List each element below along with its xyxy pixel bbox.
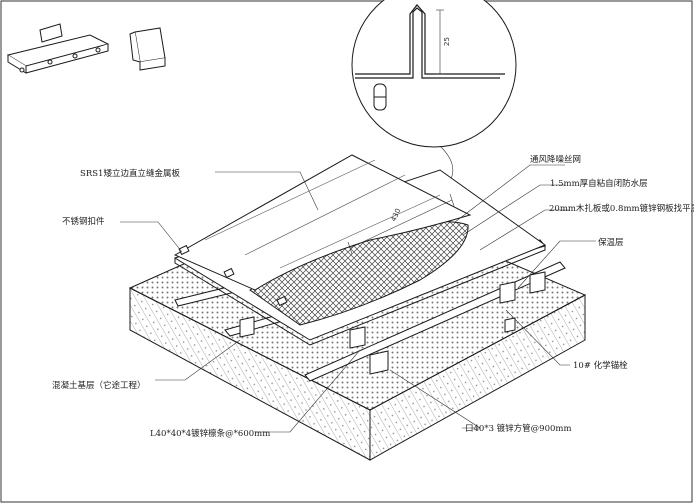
clip-detail xyxy=(129,27,166,71)
angle-purlin-supports xyxy=(239,271,546,375)
label-clip: 不锈钢扣件 xyxy=(62,216,105,227)
label-concrete: 混凝土基层（它途工程） xyxy=(52,380,146,391)
clip-strip-detail xyxy=(6,23,110,74)
label-leveling-board: 20mm木扎板或0.8mm镀锌钢板找平层 xyxy=(549,203,694,214)
label-anchor: 10# 化学锚栓 xyxy=(573,360,628,371)
label-ventilation-mesh: 通风降噪丝网 xyxy=(530,154,581,165)
seam-height-dim: 25 xyxy=(443,37,451,46)
metal-panel xyxy=(173,154,472,291)
label-angle-purlin: L40*40*4镀锌檩条@*600mm xyxy=(150,428,270,439)
label-waterproof: 1.5mm厚自粘自闭防水层 xyxy=(550,178,648,189)
seam-magnified-detail: 25 xyxy=(351,0,517,148)
label-panel: SRS1矮立边直立缝金属板 xyxy=(80,168,180,179)
leader-lines xyxy=(120,164,596,433)
label-square-tube: 口40*3 镀锌方管@900mm xyxy=(465,423,572,434)
panel-clips xyxy=(178,244,288,307)
label-insulation: 保温层 xyxy=(598,237,624,248)
